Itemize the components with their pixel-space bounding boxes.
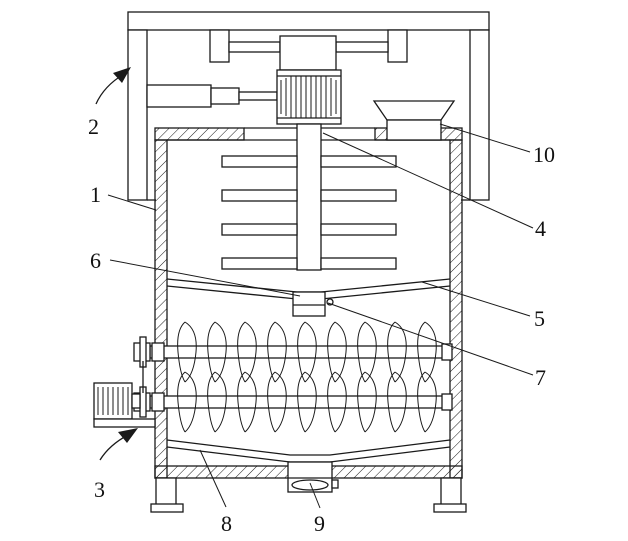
- upper-cylinders: [209, 29, 408, 71]
- label-7: 7: [535, 365, 546, 390]
- label-6: 6: [90, 248, 101, 273]
- feed-hopper: [372, 100, 456, 141]
- stirring-shaft: [221, 123, 397, 271]
- label-8: 8: [221, 511, 232, 536]
- label-arrows: [95, 67, 138, 461]
- tank-legs: [150, 477, 467, 513]
- gantry-frame: [127, 11, 490, 201]
- side-cylinder: [146, 84, 278, 108]
- stirring-motor: [276, 69, 342, 125]
- label-5: 5: [534, 306, 545, 331]
- screw-conveyor-lower: [149, 371, 453, 433]
- label-3: 3: [94, 477, 105, 502]
- label-9: 9: [314, 511, 325, 536]
- funnel-plate: [166, 278, 451, 317]
- leader-lines: [107, 123, 534, 509]
- label-10: 10: [533, 142, 555, 167]
- discharge-valve: [287, 461, 339, 493]
- lower-funnel: [166, 439, 451, 463]
- label-4: 4: [535, 216, 546, 241]
- label-1: 1: [90, 182, 101, 207]
- label-2: 2: [88, 114, 99, 139]
- drive-motor: [93, 382, 156, 428]
